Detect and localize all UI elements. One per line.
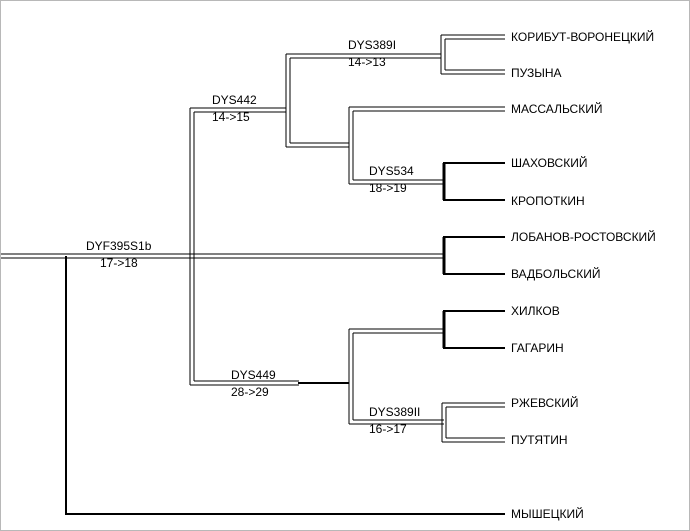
node-dyf395s1b-mutation: 17->18 bbox=[100, 256, 138, 270]
node-dys449: DYS449 28->29 bbox=[231, 368, 276, 399]
khilkov-fork bbox=[442, 310, 505, 349]
leaf-massalsky: МАССАЛЬСКИЙ bbox=[511, 101, 602, 116]
node-dys534-mutation: 18->19 bbox=[369, 181, 407, 195]
node-dys442-marker: DYS442 bbox=[212, 93, 257, 107]
node-dys389ii-marker: DYS389II bbox=[369, 405, 420, 419]
dys534-fork bbox=[442, 162, 505, 201]
node-dys442: DYS442 14->15 bbox=[212, 93, 257, 124]
leaf-kropotkin: КРОПОТКИН bbox=[511, 194, 585, 208]
node-dys389ii: DYS389II 16->17 bbox=[369, 405, 420, 436]
leaf-gagarin: ГАГАРИН bbox=[511, 341, 564, 355]
leaf-myshetsky: МЫШЕЦКИЙ bbox=[511, 506, 584, 521]
leaf-putyatin: ПУТЯТИН bbox=[511, 433, 568, 447]
node-dys389i-marker: DYS389I bbox=[348, 38, 396, 52]
leaf-puzyna: ПУЗЫНА bbox=[511, 66, 562, 80]
dys449-spine bbox=[348, 328, 444, 425]
branch-lobanov-group bbox=[191, 236, 505, 275]
leaf-koribut-voronetsky: КОРИБУТ-ВОРОНЕЦКИЙ bbox=[511, 29, 654, 44]
root-trunk bbox=[1, 253, 191, 259]
branch-myshetsky bbox=[65, 256, 505, 515]
leaf-rzhevsky: РЖЕВСКИЙ bbox=[511, 395, 578, 410]
leaf-vadbolsky: ВАДБОЛЬСКИЙ bbox=[511, 266, 600, 281]
node-dys389i: DYS389I 14->13 bbox=[348, 38, 396, 69]
main-spine bbox=[189, 107, 299, 386]
node-dys449-mutation: 28->29 bbox=[231, 385, 269, 399]
node-dys449-marker: DYS449 bbox=[231, 368, 276, 382]
dys389ii-fork bbox=[441, 402, 505, 443]
node-dys534: DYS534 18->19 bbox=[369, 164, 414, 195]
leaf-lobanov-rostovsky: ЛОБАНОВ-РОСТОВСКИЙ bbox=[511, 229, 656, 244]
leaf-labels: КОРИБУТ-ВОРОНЕЦКИЙ ПУЗЫНА МАССАЛЬСКИЙ ША… bbox=[511, 29, 656, 521]
node-dys534-marker: DYS534 bbox=[369, 164, 414, 178]
node-dyf395s1b-marker: DYF395S1b bbox=[86, 239, 152, 253]
node-dyf395s1b: DYF395S1b 17->18 bbox=[86, 239, 152, 270]
dys442-spine bbox=[285, 53, 441, 148]
leaf-khilkov: ХИЛКОВ bbox=[511, 304, 560, 318]
leaf-shakhovsky: ШАХОВСКИЙ bbox=[511, 155, 587, 170]
node-dys442-mutation: 14->15 bbox=[212, 110, 250, 124]
massalsky-fork bbox=[348, 106, 505, 185]
node-dys389i-mutation: 14->13 bbox=[348, 55, 386, 69]
dys389i-fork bbox=[440, 34, 505, 75]
node-dys389ii-mutation: 16->17 bbox=[369, 422, 407, 436]
